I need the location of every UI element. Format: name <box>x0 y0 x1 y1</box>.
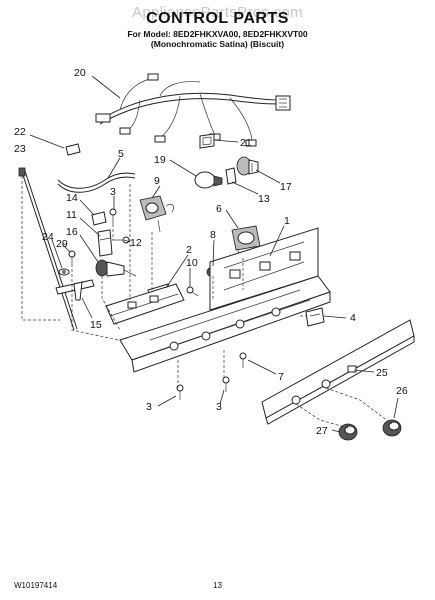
finish-line: (Monochromatic Satina) (Biscuit) <box>150 39 285 49</box>
lamp-socket-17 <box>236 156 259 176</box>
bulb-19 <box>194 171 223 189</box>
screw-7 <box>239 352 247 368</box>
callout-7: 7 <box>278 371 284 383</box>
callout-14: 14 <box>66 192 78 204</box>
screw-10 <box>186 286 199 297</box>
callout-15: 15 <box>90 319 102 331</box>
page-title: CONTROL PARTS <box>146 10 289 27</box>
callout-22: 22 <box>14 126 26 138</box>
wire-harness-20 <box>95 73 291 147</box>
screw-3-left <box>176 384 184 400</box>
clip-22 <box>65 143 81 156</box>
watermark: AppliancePartsPros.com <box>132 4 303 21</box>
callout-8: 8 <box>210 229 216 241</box>
knob-assembly-16 <box>95 259 137 277</box>
callout-27: 27 <box>316 425 328 437</box>
rod-23 <box>18 167 78 331</box>
callout-1: 1 <box>284 215 290 227</box>
callout-26: 26 <box>396 385 408 397</box>
callout-25: 25 <box>376 367 388 379</box>
callout-11: 11 <box>66 209 77 221</box>
tube-5 <box>57 172 136 193</box>
callout-20: 20 <box>74 67 86 79</box>
callout-29: 29 <box>56 238 68 250</box>
lever-15 <box>55 279 95 301</box>
knob-26 <box>382 419 402 437</box>
assembly-lines <box>21 176 393 429</box>
callout-3-left: 3 <box>146 401 152 413</box>
console-panel-25 <box>261 319 415 425</box>
callout-12: 12 <box>130 237 142 249</box>
screw-3-top <box>109 208 117 224</box>
callout-23: 23 <box>14 143 26 155</box>
leader-lines <box>29 75 399 433</box>
bracket-21 <box>199 133 215 149</box>
callout-9: 9 <box>154 175 160 187</box>
socket-13 <box>225 167 237 185</box>
clip-4 <box>305 307 325 327</box>
plate-14 <box>91 211 107 226</box>
callout-labels: 20 22 23 21 5 19 13 17 3 9 14 11 12 16 2… <box>14 67 408 437</box>
callout-4: 4 <box>350 312 356 324</box>
page-number: 13 <box>213 581 222 590</box>
callout-2: 2 <box>186 244 192 256</box>
thermostat-9 <box>139 195 174 233</box>
doc-number: W10197414 <box>14 581 58 590</box>
damper-control-11 <box>97 229 130 257</box>
callout-19: 19 <box>154 154 166 166</box>
callout-17: 17 <box>280 181 292 193</box>
control-housing-1 <box>119 227 331 373</box>
callout-6: 6 <box>216 203 222 215</box>
screw-3-right <box>222 376 230 392</box>
callout-21: 21 <box>240 137 252 149</box>
screw-24 <box>58 268 70 276</box>
callout-13: 13 <box>258 193 270 205</box>
model-line: For Model: 8ED2FHKXVA00, 8ED2FHKXVT00 <box>127 29 308 39</box>
callout-3-right: 3 <box>216 401 222 413</box>
callout-24: 24 <box>42 231 54 243</box>
callout-3-top: 3 <box>110 186 116 198</box>
control-tray <box>105 283 185 325</box>
motor-6 <box>231 225 261 259</box>
callout-10: 10 <box>186 257 198 269</box>
callout-16: 16 <box>66 226 78 238</box>
washer-29 <box>68 250 76 264</box>
callout-5: 5 <box>118 148 124 160</box>
